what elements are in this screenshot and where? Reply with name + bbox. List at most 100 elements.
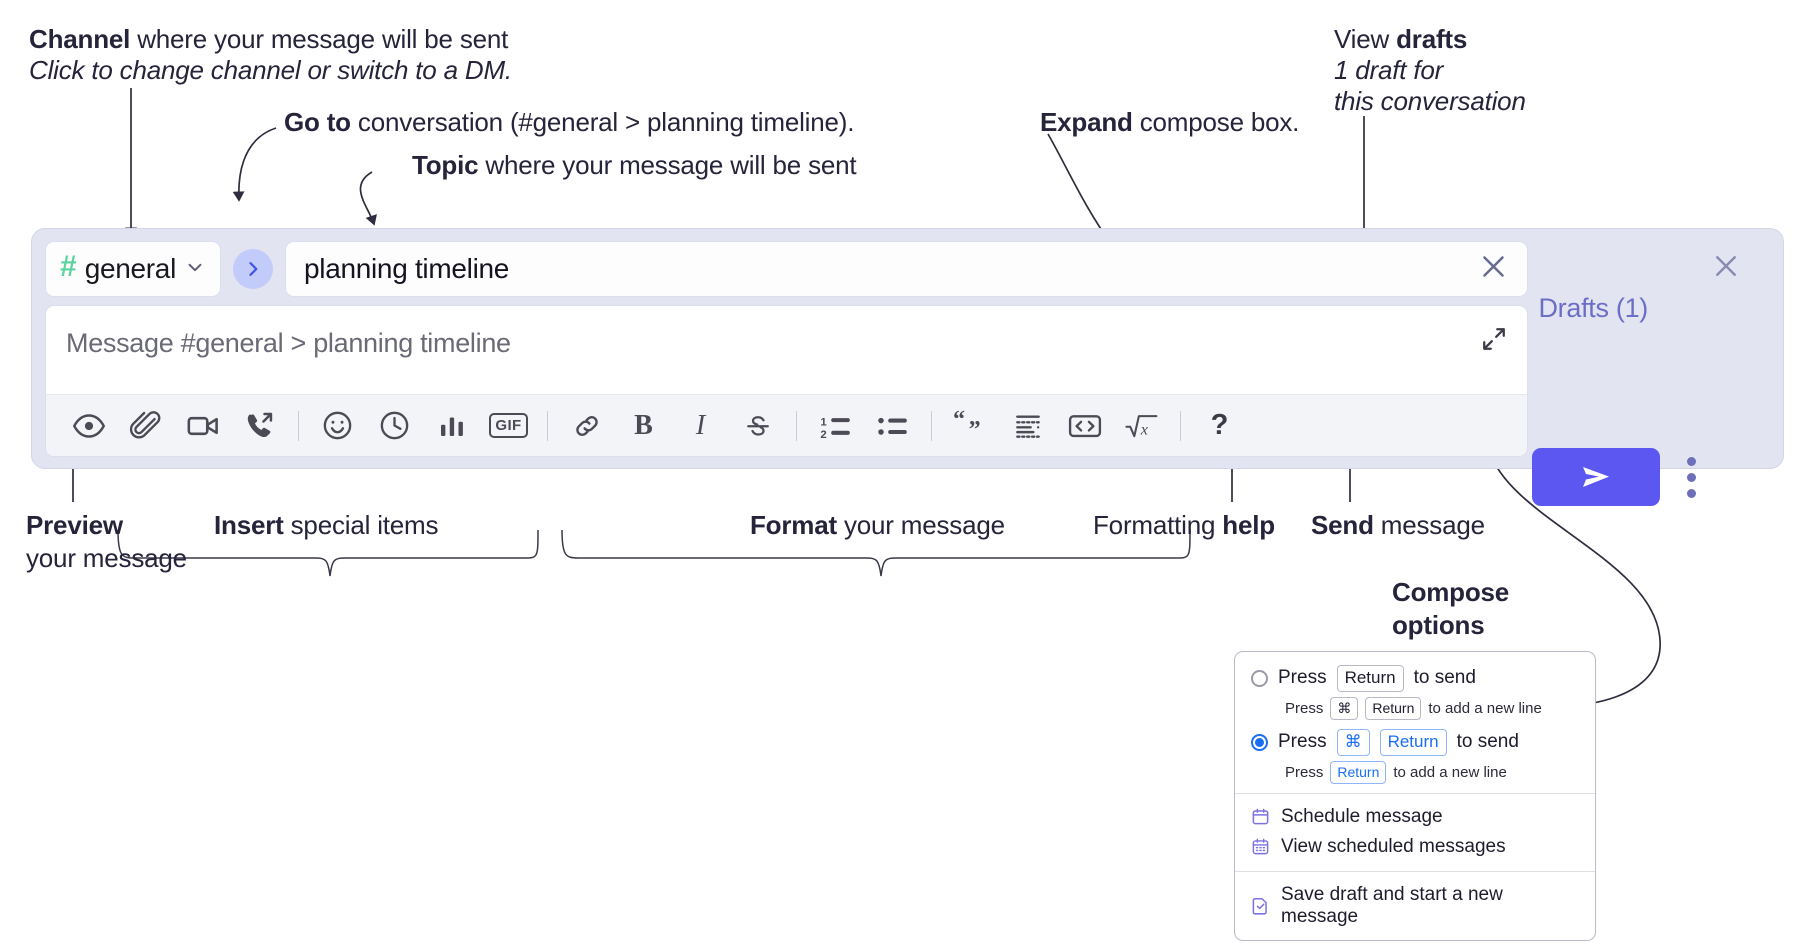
option1-sub-key-return: Return (1365, 696, 1422, 720)
bold-icon[interactable]: B (615, 403, 672, 449)
menu-divider (1235, 870, 1595, 872)
clear-topic-icon[interactable] (1478, 251, 1509, 287)
save-draft-icon (1251, 896, 1270, 915)
annotation-channel-sub: Click to change channel or switch to a D… (29, 55, 512, 87)
annotation-goto-rest: conversation (#general > planning timeli… (350, 107, 855, 137)
topic-input[interactable]: planning timeline (285, 241, 1528, 297)
compose-box: Drafts (1) # general planning timeline (31, 228, 1784, 469)
annotation-compose-options-l1-text: Compose (1392, 577, 1510, 607)
option2-post: to send (1456, 731, 1519, 753)
video-icon[interactable] (174, 403, 231, 449)
link-icon[interactable] (558, 403, 615, 449)
send-button[interactable] (1532, 448, 1660, 506)
annotation-preview-sub: your message (26, 543, 187, 575)
send-option-return[interactable]: Press Return to send Press ⌘ Return to a… (1235, 662, 1595, 720)
annotation-expand-rest: compose box. (1132, 107, 1300, 137)
calendar-list-icon (1251, 837, 1270, 856)
inline-code-icon[interactable] (1056, 403, 1113, 449)
audio-call-icon[interactable] (231, 403, 288, 449)
annotation-insert-strong: Insert (214, 510, 284, 540)
annotation-preview-sub-text: your message (26, 543, 187, 573)
code-block-icon[interactable] (999, 403, 1056, 449)
poll-icon[interactable] (423, 403, 480, 449)
menu-item-schedule-message[interactable]: Schedule message (1235, 802, 1595, 832)
more-options-icon[interactable] (1680, 452, 1702, 502)
annotation-send-strong: Send (1311, 510, 1374, 540)
menu-item-view-scheduled[interactable]: View scheduled messages (1235, 832, 1595, 862)
channel-name-label: general (84, 253, 177, 284)
radio-return[interactable] (1251, 669, 1268, 687)
annotation-channel-strong: Channel (29, 24, 131, 54)
annotation-topic-strong: Topic (412, 150, 479, 180)
expand-icon[interactable] (1481, 326, 1507, 357)
italic-icon[interactable]: I (672, 403, 729, 449)
topic-value: planning timeline (304, 253, 510, 284)
option2-key-cmd: ⌘ (1336, 728, 1370, 756)
attachment-icon[interactable] (117, 403, 174, 449)
hash-icon: # (60, 250, 77, 283)
option2-sub-post: to add a new line (1393, 763, 1507, 781)
annotation-goto: Go to conversation (#general > planning … (284, 107, 854, 139)
option2-sub-key-return: Return (1330, 760, 1387, 784)
go-to-conversation-button[interactable] (233, 249, 273, 289)
option1-sub-post: to add a new line (1428, 699, 1542, 717)
formatting-help-button[interactable]: ? (1191, 403, 1248, 449)
emoji-icon[interactable] (309, 403, 366, 449)
strikethrough-icon[interactable] (729, 403, 786, 449)
bold-label: B (634, 409, 653, 441)
calendar-schedule-icon (1251, 807, 1270, 826)
clock-icon[interactable] (366, 403, 423, 449)
annotation-drafts-strong: drafts (1396, 24, 1468, 54)
annotation-preview: Preview (26, 510, 123, 542)
option1-key-return: Return (1336, 665, 1404, 692)
menu-item-schedule-message-label: Schedule message (1281, 805, 1443, 827)
option2-pre: Press (1278, 731, 1327, 753)
annotation-topic: Topic where your message will be sent (412, 150, 857, 182)
annotation-compose-options-l2-text: options (1392, 610, 1485, 640)
annotation-insert: Insert special items (214, 510, 439, 542)
svg-text:1: 1 (820, 416, 827, 428)
equation-icon[interactable]: x (1113, 403, 1170, 449)
option1-pre: Press (1278, 667, 1327, 689)
gif-icon[interactable]: GIF (480, 403, 537, 449)
close-icon[interactable] (1711, 251, 1741, 286)
annotation-drafts-sub2-text: this conversation (1334, 86, 1526, 116)
chevron-down-icon (184, 256, 206, 283)
annotation-expand-strong: Expand (1040, 107, 1133, 137)
annotation-format-rest: your message (836, 510, 1005, 540)
menu-item-view-scheduled-label: View scheduled messages (1281, 835, 1506, 857)
option2-key-return: Return (1379, 728, 1447, 756)
svg-text:”: ” (968, 416, 980, 441)
blockquote-icon[interactable]: “ ” (942, 403, 999, 449)
option1-sub-pre: Press (1285, 699, 1324, 717)
preview-icon[interactable] (60, 403, 117, 449)
annotation-channel-rest: where your message will be sent (130, 24, 509, 54)
drafts-link[interactable]: Drafts (1) (1538, 293, 1648, 323)
annotation-drafts-sub2: this conversation (1334, 86, 1526, 118)
annotation-topic-rest: where your message will be sent (478, 150, 857, 180)
annotation-drafts-sub1-text: 1 draft for (1334, 55, 1444, 85)
toolbar-divider (931, 410, 932, 441)
option2-sub-pre: Press (1285, 763, 1324, 781)
option1-sub-key-cmd: ⌘ (1330, 696, 1359, 720)
send-option-cmd-return[interactable]: Press ⌘ Return to send Press Return to a… (1235, 726, 1595, 784)
toolbar-divider (547, 410, 548, 441)
radio-cmd-return[interactable] (1251, 733, 1268, 751)
annotation-format-strong: Format (750, 510, 837, 540)
menu-item-save-draft[interactable]: Save draft and start a new message (1235, 880, 1595, 932)
message-input-area[interactable]: Message #general > planning timeline (45, 305, 1528, 457)
annotation-help-pre: Formatting (1093, 510, 1223, 540)
annotation-goto-strong: Go to (284, 107, 351, 137)
chevron-right-icon (249, 262, 258, 276)
gif-label: GIF (489, 413, 528, 438)
channel-selector[interactable]: # general (45, 241, 221, 297)
annotation-compose-options-l1: Compose (1392, 577, 1509, 609)
ordered-list-icon[interactable]: 1 2 (807, 403, 864, 449)
annotation-drafts-sub1: 1 draft for (1334, 55, 1443, 87)
toolbar-divider (298, 410, 299, 441)
bulleted-list-icon[interactable] (864, 403, 921, 449)
svg-text:2: 2 (820, 429, 826, 441)
toolbar-divider (1180, 410, 1181, 441)
send-plane-icon (1583, 467, 1609, 487)
